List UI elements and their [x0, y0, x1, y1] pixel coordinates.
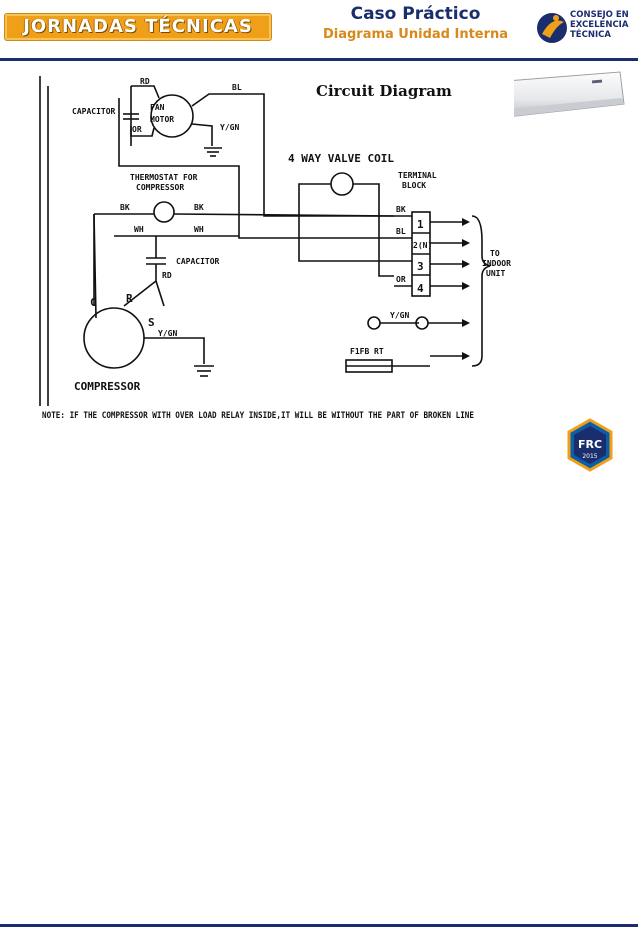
compressor-r-label: R — [126, 292, 133, 305]
fuse-rt-label: RT — [374, 347, 384, 356]
brand-text: JORNADAS TÉCNICAS — [23, 16, 253, 37]
wire-label-rd: RD — [140, 77, 150, 86]
to-indoor-label: TO — [490, 249, 500, 258]
thermostat-label: COMPRESSOR — [136, 183, 184, 192]
logo-line: EXCELENCIA — [570, 20, 629, 30]
terminal-3: 3 — [417, 260, 424, 273]
logo-line: TÉCNICA — [570, 30, 611, 40]
logo-line: CONSEJO EN — [570, 10, 629, 20]
wire-label-or: OR — [132, 125, 142, 134]
slide-subtitle: Diagrama Unidad Interna — [322, 27, 509, 42]
frc-badge-year: 2015 — [582, 453, 597, 460]
valve-coil-label: 4 WAY VALVE COIL — [288, 152, 394, 165]
circuit-diagram-svg: Circuit Diagram CAPACITOR FAN MOTOR RD O… — [39, 76, 511, 421]
terminal-1: 1 — [417, 218, 424, 231]
terminal-block-label: TERMINAL — [398, 171, 437, 180]
terminal-wire-or: OR — [396, 275, 406, 284]
circuit-diagram: Circuit Diagram CAPACITOR FAN MOTOR RD O… — [34, 66, 514, 446]
thermostat-label: THERMOSTAT FOR — [130, 173, 198, 182]
terminal-wire-bk: BK — [396, 205, 406, 214]
brand-banner: JORNADAS TÉCNICAS — [4, 13, 272, 41]
wire-label-wh: WH — [134, 225, 144, 234]
consejo-logo-icon — [537, 13, 567, 43]
frc-badge-icon: FRC 2015 — [567, 418, 613, 472]
terminal-wire-bl: BL — [396, 227, 406, 236]
terminal-wire-ygn: Y/GN — [390, 311, 409, 320]
diagram-note: NOTE: IF THE COMPRESSOR WITH OVER LOAD R… — [42, 411, 474, 421]
header-divider — [0, 58, 638, 61]
compressor-s-label: S — [148, 316, 155, 329]
diagram-title: Circuit Diagram — [316, 82, 452, 100]
wire-label-rd-mid: RD — [162, 271, 172, 280]
terminal-block-label: BLOCK — [402, 181, 426, 190]
slide-title: Caso Práctico — [350, 4, 481, 24]
fan-motor-label: FAN — [150, 103, 165, 112]
terminal-4: 4 — [417, 282, 424, 295]
capacitor-mid-label: CAPACITOR — [176, 257, 220, 266]
air-conditioner-image — [493, 71, 625, 119]
compressor-c-label: C — [90, 296, 97, 309]
wire-label-ygn: Y/GN — [220, 123, 239, 132]
compressor-ygn-label: Y/GN — [158, 329, 177, 338]
compressor-label: COMPRESSOR — [74, 380, 141, 393]
wire-label-bl: BL — [232, 83, 242, 92]
terminal-2: 2(N) — [413, 241, 432, 250]
logo-text: CONSEJO EN EXCELENCIA TÉCNICA — [570, 10, 629, 40]
frc-badge-text: FRC — [578, 438, 602, 451]
slide-header: JORNADAS TÉCNICAS Caso Práctico Diagrama… — [0, 0, 638, 62]
wire-label-wh: WH — [194, 225, 204, 234]
wire-label-bk: BK — [120, 203, 130, 212]
fan-motor-label: MOTOR — [150, 115, 174, 124]
capacitor-top-label: CAPACITOR — [72, 107, 116, 116]
slide-footer — [0, 448, 638, 927]
wire-label-bk: BK — [194, 203, 204, 212]
to-indoor-label: UNIT — [486, 269, 505, 278]
title-box: Caso Práctico Diagrama Unidad Interna — [308, 3, 523, 45]
to-indoor-label: INDOOR — [482, 259, 511, 268]
fuse-label: F1FB — [350, 347, 369, 356]
